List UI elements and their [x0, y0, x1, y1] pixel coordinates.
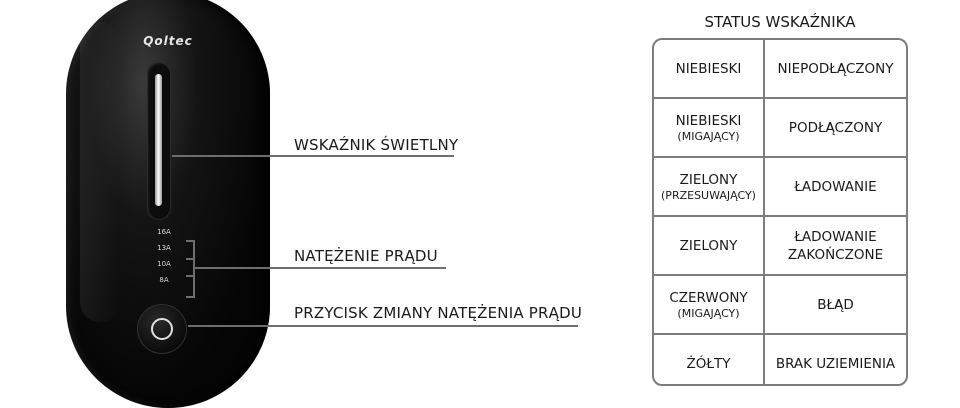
status-note: (MIGAJĄCY): [677, 129, 740, 143]
status-color: NIEBIESKI: [675, 112, 742, 129]
brand-logo: Qoltec: [143, 34, 193, 48]
status-note: (PRZESUWAJĄCY): [661, 188, 756, 202]
row-divider: [654, 215, 906, 217]
status-state-cell: NIEPODŁĄCZONY: [765, 40, 906, 97]
status-state-cell: ŁADOWANIE: [765, 158, 906, 215]
callout-bracket-current: [186, 240, 195, 298]
status-state-line2: ZAKOŃCZONE: [787, 246, 884, 263]
row-divider: [654, 333, 906, 335]
status-color-cell: CZERWONY (MIGAJĄCY): [654, 276, 765, 333]
status-state-cell: PODŁĄCZONY: [765, 99, 906, 156]
callout-label-led: WSKAŹNIK ŚWIETLNY: [294, 136, 459, 154]
status-color: NIEBIESKI: [675, 60, 742, 77]
status-color-cell: ZIELONY: [654, 217, 765, 274]
led-indicator-track: [147, 62, 171, 220]
callout-label-current: NATĘŻENIE PRĄDU: [294, 247, 438, 265]
amp-label-8a: 8A: [159, 276, 169, 284]
amp-label-13a: 13A: [157, 244, 171, 252]
callout-label-button: PRZYCISK ZMIANY NATĘŻENIA PRĄDU: [294, 304, 583, 322]
ev-charger-device: Qoltec 16A 13A 10A 8A: [66, 0, 270, 408]
status-state-cell: BRAK UZIEMIENIA: [765, 335, 906, 384]
status-row: ZIELONY ŁADOWANIE ZAKOŃCZONE: [654, 217, 906, 274]
status-color-cell: NIEBIESKI: [654, 40, 765, 97]
status-state-cell: BŁĄD: [765, 276, 906, 333]
status-state: BRAK UZIEMIENIA: [775, 355, 896, 372]
current-change-button: [137, 304, 187, 354]
status-color-cell: ŻÓŁTY: [654, 335, 765, 384]
current-level-panel: 16A 13A 10A 8A: [147, 224, 185, 294]
status-note: (MIGAJĄCY): [677, 306, 740, 320]
status-color: ZIELONY: [679, 171, 738, 188]
amp-label-10a: 10A: [157, 260, 171, 268]
row-divider: [654, 97, 906, 99]
status-color-cell: ZIELONY (PRZESUWAJĄCY): [654, 158, 765, 215]
amp-label-16a: 16A: [157, 228, 171, 236]
status-state: ŁADOWANIE: [794, 178, 877, 195]
status-state-line1: ŁADOWANIE: [794, 228, 877, 245]
power-ring-icon: [151, 318, 173, 340]
status-state-cell: ŁADOWANIE ZAKOŃCZONE: [765, 217, 906, 274]
status-state: BŁĄD: [817, 296, 854, 313]
legend-title: STATUS WSKAŹNIKA: [704, 13, 856, 31]
row-divider: [654, 274, 906, 276]
status-table: NIEBIESKI NIEPODŁĄCZONY NIEBIESKI (MIGAJ…: [652, 38, 908, 386]
device-highlight: [80, 22, 120, 322]
status-state: NIEPODŁĄCZONY: [777, 60, 894, 77]
status-color: ZIELONY: [679, 237, 738, 254]
status-color: ŻÓŁTY: [686, 355, 731, 372]
status-row: CZERWONY (MIGAJĄCY) BŁĄD: [654, 276, 906, 333]
row-divider: [654, 156, 906, 158]
status-row: ZIELONY (PRZESUWAJĄCY) ŁADOWANIE: [654, 158, 906, 215]
status-color-cell: NIEBIESKI (MIGAJĄCY): [654, 99, 765, 156]
status-row: NIEBIESKI (MIGAJĄCY) PODŁĄCZONY: [654, 99, 906, 156]
status-row: ŻÓŁTY BRAK UZIEMIENIA: [654, 335, 906, 384]
led-indicator-light: [155, 74, 162, 206]
status-row: NIEBIESKI NIEPODŁĄCZONY: [654, 40, 906, 97]
status-color: CZERWONY: [669, 289, 748, 306]
status-state: PODŁĄCZONY: [788, 119, 883, 136]
